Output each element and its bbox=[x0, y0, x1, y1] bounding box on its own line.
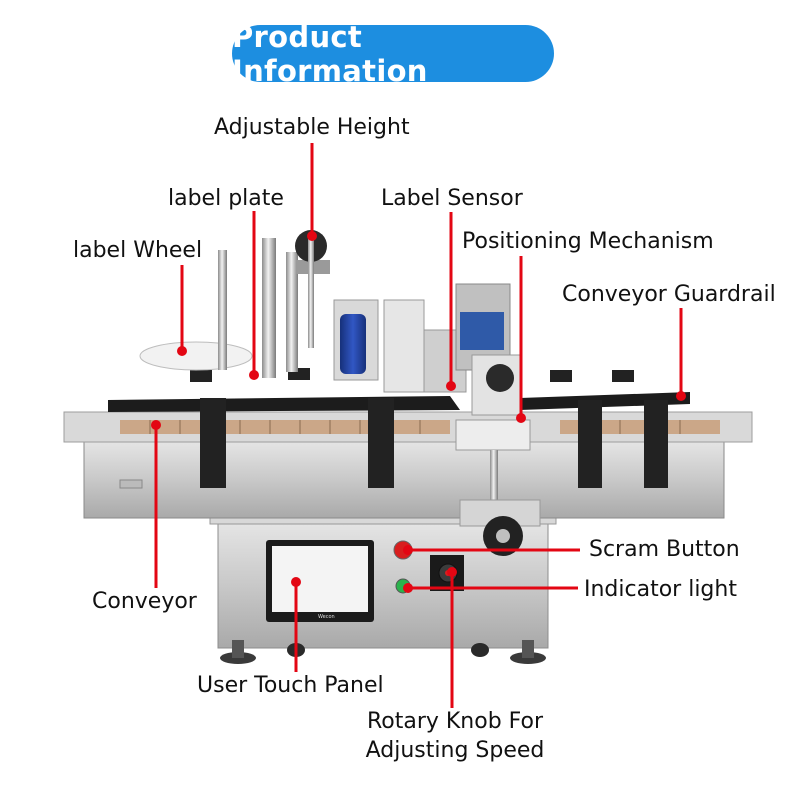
svg-text:Wecon: Wecon bbox=[318, 614, 335, 620]
label-label-wheel: label Wheel bbox=[73, 238, 203, 263]
touch-panel-shape: Wecon bbox=[266, 540, 374, 622]
label-conveyor: Conveyor bbox=[92, 589, 197, 614]
label-label-sensor: Label Sensor bbox=[381, 186, 523, 211]
label-scram-button: Scram Button bbox=[589, 537, 740, 562]
label-rotary-knob-line-2: Adjusting Speed bbox=[365, 738, 545, 763]
page-title: Product Information bbox=[232, 20, 554, 88]
guardrail bbox=[108, 368, 690, 488]
label-rotary-knob-line-1: Rotary Knob For bbox=[366, 709, 544, 734]
label-conveyor-guardrail: Conveyor Guardrail bbox=[562, 282, 776, 307]
label-adjustable-height: Adjustable Height bbox=[214, 115, 410, 140]
label-indicator-light: Indicator light bbox=[584, 577, 737, 602]
label-user-touch-panel: User Touch Panel bbox=[197, 673, 384, 698]
machine-feet bbox=[220, 640, 546, 664]
label-positioning-mechanism: Positioning Mechanism bbox=[462, 229, 714, 254]
labeling-head bbox=[139, 230, 541, 556]
label-label-plate: label plate bbox=[168, 186, 284, 211]
